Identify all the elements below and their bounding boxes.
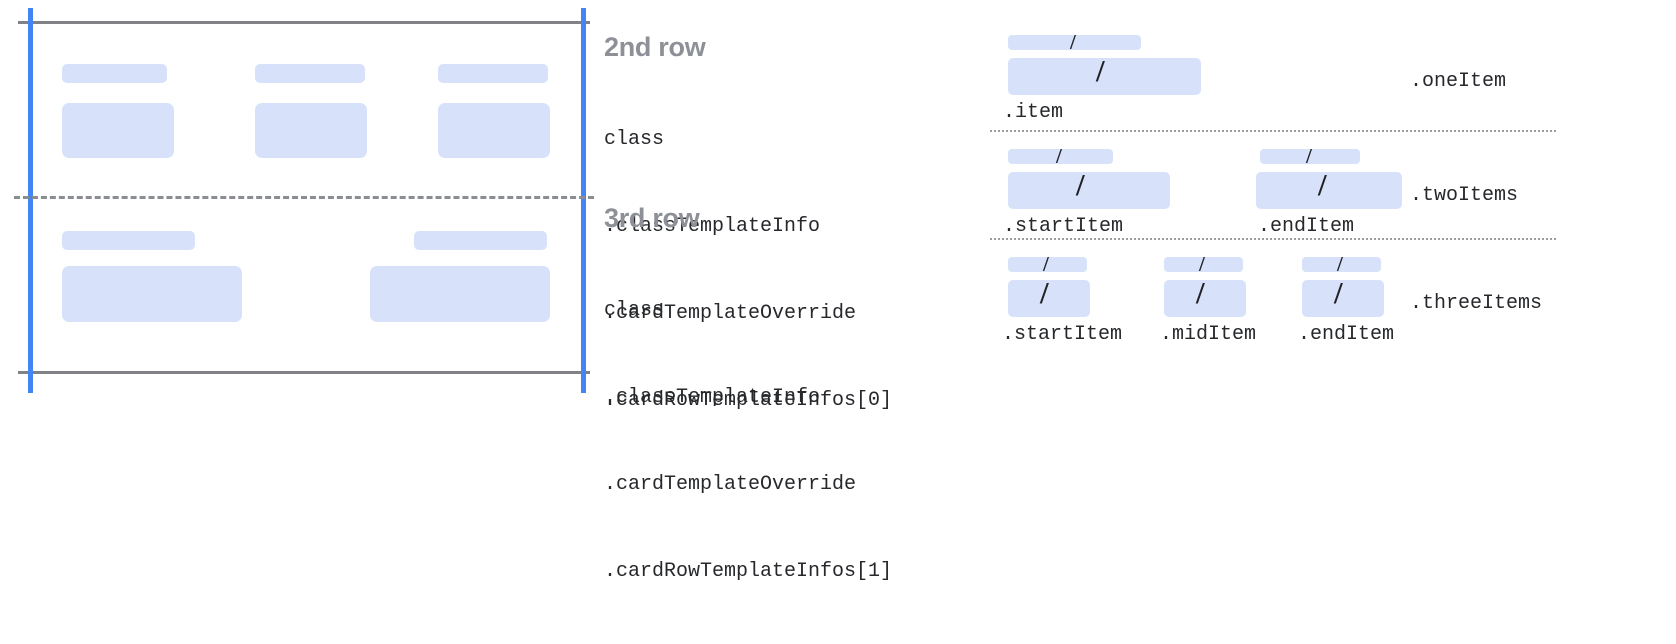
code-line: .cardTemplateOverride	[604, 473, 857, 496]
item-label: .startItem	[1002, 323, 1123, 346]
row-heading: 3rd row	[604, 203, 700, 233]
variant-label: .twoItems	[1410, 184, 1519, 207]
item-body-bar	[1302, 280, 1384, 317]
right-margin-guide-line	[581, 8, 586, 393]
item-header-bar	[1302, 257, 1381, 272]
row-class-path: class .classTemplateInfo .cardTemplateOv…	[604, 238, 892, 644]
placeholder-body-bar	[62, 266, 242, 322]
item-header-bar	[1008, 257, 1087, 272]
row-description-3rd: 3rd row class .classTemplateInfo .cardTe…	[604, 201, 892, 644]
item-body-bar	[1008, 58, 1201, 95]
code-line: class	[604, 299, 665, 322]
code-line: .classTemplateInfo	[604, 215, 821, 238]
code-line: .cardTemplateOverride	[604, 302, 857, 325]
item-body-bar	[1164, 280, 1246, 317]
code-line: .cardRowTemplateInfos[0]	[604, 389, 893, 412]
placeholder-header-bar	[414, 231, 547, 250]
item-body-bar	[1008, 172, 1170, 209]
item-variants-panel: / / .item .oneItem / / .startItem / / .e…	[976, 0, 1676, 412]
card-bottom-rule	[18, 371, 590, 374]
item-header-bar	[1260, 149, 1360, 164]
item-body-bar	[1008, 280, 1090, 317]
item-label: .endItem	[1258, 215, 1355, 238]
item-label: .item	[1003, 101, 1064, 124]
variant-separator-dotted-line	[990, 238, 1556, 240]
item-label: .midItem	[1160, 323, 1257, 346]
code-line: .classTemplateInfo	[604, 386, 821, 409]
code-line: class	[604, 128, 665, 151]
row-divider-dashed-line	[14, 196, 594, 199]
item-header-bar	[1008, 35, 1141, 50]
variant-group-one-item: / / .item .oneItem	[976, 22, 1676, 130]
placeholder-body-bar	[255, 103, 367, 158]
row-heading: 2nd row	[604, 32, 706, 62]
placeholder-header-bar	[62, 231, 195, 250]
card-rows-preview-panel	[0, 0, 600, 412]
placeholder-header-bar	[438, 64, 548, 83]
placeholder-header-bar	[62, 64, 167, 83]
variant-label: .threeItems	[1410, 292, 1543, 315]
placeholder-body-bar	[438, 103, 550, 158]
variant-group-three-items: / / .startItem / / .midItem / / .endItem…	[976, 244, 1676, 364]
item-label: .endItem	[1298, 323, 1395, 346]
row-descriptions-column: 2nd row class .classTemplateInfo .cardTe…	[604, 0, 976, 583]
item-header-bar	[1164, 257, 1243, 272]
variant-separator-dotted-line	[990, 130, 1556, 132]
item-label: .startItem	[1003, 215, 1124, 238]
card-top-rule	[18, 21, 590, 24]
item-header-bar	[1008, 149, 1113, 164]
left-margin-guide-line	[28, 8, 33, 393]
row-class-path: class .classTemplateInfo .cardTemplateOv…	[604, 67, 892, 473]
placeholder-body-bar	[62, 103, 174, 158]
row-description-2nd: 2nd row class .classTemplateInfo .cardTe…	[604, 30, 892, 473]
item-body-bar	[1256, 172, 1402, 209]
code-line: .cardRowTemplateInfos[1]	[604, 560, 893, 583]
variant-group-two-items: / / .startItem / / .endItem .twoItems	[976, 136, 1676, 240]
variant-label: .oneItem	[1410, 70, 1507, 93]
placeholder-header-bar	[255, 64, 365, 83]
placeholder-body-bar	[370, 266, 550, 322]
